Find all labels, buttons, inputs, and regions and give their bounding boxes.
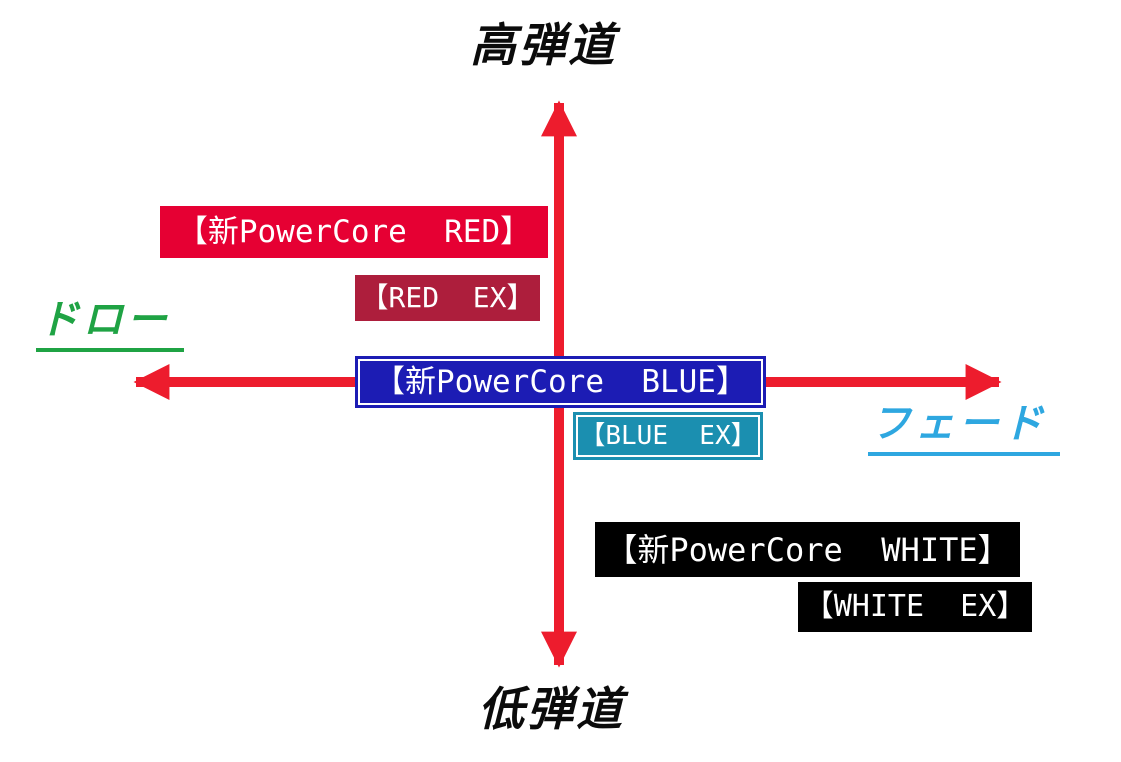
axis-label-low-trajectory-text: 低弾道 xyxy=(475,682,636,736)
product-box-new-powercore-white: 【新PowerCore WHITE】 xyxy=(595,522,1020,577)
axis-label-fade: フェード xyxy=(868,401,1060,456)
axis-label-low-trajectory: 低弾道 xyxy=(475,682,635,736)
axis-label-draw-text: ドロー xyxy=(36,297,180,343)
axis-label-high-trajectory-text: 高弾道 xyxy=(467,18,628,72)
axis-label-fade-text: フェード xyxy=(868,401,1056,447)
axis-label-high-trajectory: 高弾道 xyxy=(467,18,627,72)
product-box-new-powercore-blue: 【新PowerCore BLUE】 xyxy=(355,356,766,408)
product-box-red-ex: 【RED EX】 xyxy=(355,275,540,321)
product-box-blue-ex: 【BLUE EX】 xyxy=(573,412,763,460)
product-box-new-powercore-red: 【新PowerCore RED】 xyxy=(160,206,548,258)
axis-label-draw: ドロー xyxy=(36,297,184,352)
product-box-white-ex: 【WHITE EX】 xyxy=(798,582,1032,632)
